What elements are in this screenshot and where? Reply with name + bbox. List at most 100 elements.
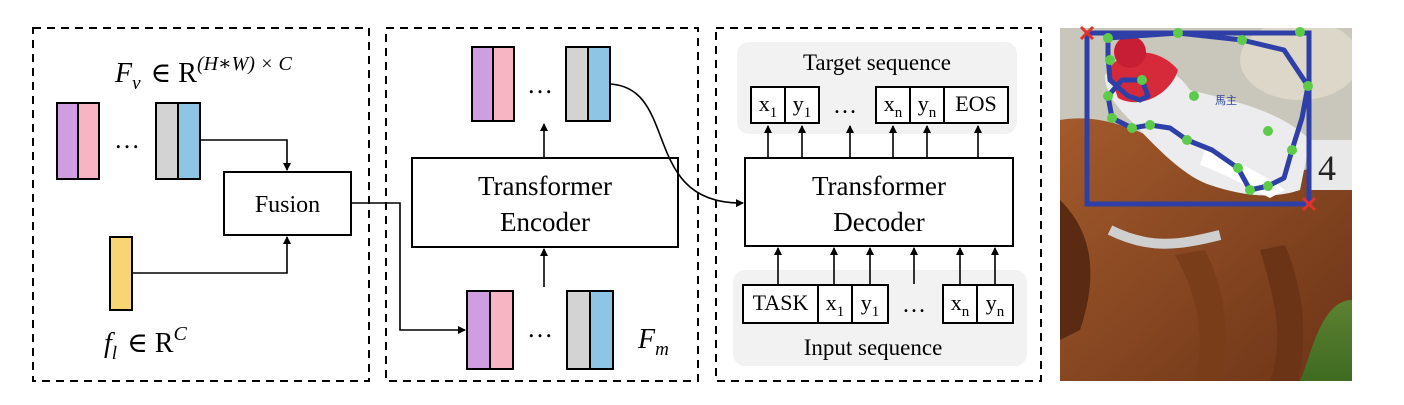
fusion-box [223,171,352,236]
input-token: yn [976,284,1014,324]
input-token: xn [942,284,978,324]
polygon-vertex [1263,181,1273,191]
decoder-label-line1: Transformer [812,171,946,201]
input-token: x1 [817,284,853,324]
fm-blue-half [589,290,614,370]
target-token-label: y1 [793,91,812,121]
example-photo: 4 馬主 [1060,28,1352,381]
feature-pink-half [77,102,100,180]
encoded-token-first [471,46,515,122]
encoder-label-line1: Transformer [478,171,612,201]
saddle-number: 4 [1318,148,1336,188]
input-ellipsis: … [902,292,926,318]
polygon-vertex [1245,185,1255,195]
decoder-label-line2: Decoder [833,207,924,237]
fm-token-first [466,290,514,370]
polygon-vertex [1237,35,1247,45]
polygon-vertices [1103,27,1313,195]
bridle [1107,225,1222,249]
polygon-vertex [1182,135,1192,145]
encoded-blue-half [587,46,611,122]
target-token-label: x1 [759,91,778,121]
transformer-encoder-box [411,157,679,248]
saddle-cloth [1308,140,1352,190]
fl-label: fl∈ RC [104,323,187,364]
polygon-vertex [1303,81,1313,91]
input-token-label: y1 [861,290,880,320]
input-token-label: TASK [753,290,809,315]
target-token: x1 [750,86,786,124]
fm-ellipsis: … [527,314,553,343]
polygon-vertex [1107,113,1117,123]
target-token: xn [875,86,911,124]
polygon-vertex [1127,123,1137,133]
target-token-label: EOS [955,91,997,116]
input-token-box [742,284,819,324]
fusion-panel-border [32,27,370,382]
horse-leg-rear [1260,245,1304,381]
fusion-panel: Fv∈ R(H∗W) × C … Fusion fl∈ RC [32,27,370,382]
feature-purple-half [56,102,79,180]
transformer-decoder-box [744,157,1014,247]
encoder-panel-border [385,27,699,382]
fm-pink-half [489,290,514,370]
target-token-box [875,86,911,124]
fm-gray-half [566,290,591,370]
target-token-label: yn [918,91,937,121]
input-token-box [851,284,889,324]
polygon-vertex [1189,91,1199,101]
feature-blue-half [177,102,201,180]
decoder-arrows [764,125,999,284]
polygon-vertex [1145,120,1155,130]
target-token-box [750,86,786,124]
segmentation-polygon [1105,30,1311,193]
polygon-vertex [1103,91,1113,101]
target-token: EOS [943,86,1009,124]
fm-purple-half [466,290,491,370]
encoder-panel: … Transformer Encoder … Fm [385,27,699,382]
encoded-purple-half [471,46,494,122]
decoder-panel-border [715,27,1042,382]
target-token-box [784,86,820,124]
encoded-gray-half [565,46,589,122]
encoded-pink-half [492,46,515,122]
polygon-vertex [1173,28,1183,38]
horse-neck [1060,200,1091,340]
input-token-label: yn [986,290,1005,320]
corner-marker-top-left [1079,25,1095,41]
fm-label: Fm [637,324,669,360]
input-token: y1 [851,284,889,324]
encoded-token-last [565,46,611,122]
horse-leg [1175,250,1226,381]
encoded-ellipsis: … [527,70,553,99]
visual-feature-token-last [155,102,201,180]
target-sequence-title: Target sequence [803,50,951,75]
jockey-helmet [1114,36,1146,68]
target-token: yn [909,86,945,124]
input-token-box [976,284,1014,324]
input-token-box [942,284,978,324]
target-token-box [943,86,1009,124]
fm-token-last [566,290,614,370]
jersey-text: 馬主 [1215,94,1237,107]
arrow-fv-to-fusion [200,139,291,171]
polygon-vertex [1263,126,1273,136]
language-feature-token [109,236,133,311]
arrow-fusion-to-fm [351,202,466,334]
polygon-vertex [1295,27,1305,37]
input-token: TASK [742,284,819,324]
polygon-vertex [1105,55,1115,65]
input-token-label: x1 [826,290,845,320]
input-token-box [817,284,853,324]
polygon-vertex [1287,145,1297,155]
encoder-label-line2: Encoder [500,207,590,237]
target-token-label: xn [884,91,903,121]
fv-ellipsis: … [114,125,140,154]
polygon-vertex [1137,75,1147,85]
fv-label: Fv∈ R(H∗W) × C [114,53,292,94]
polygon-vertex [1233,163,1243,173]
